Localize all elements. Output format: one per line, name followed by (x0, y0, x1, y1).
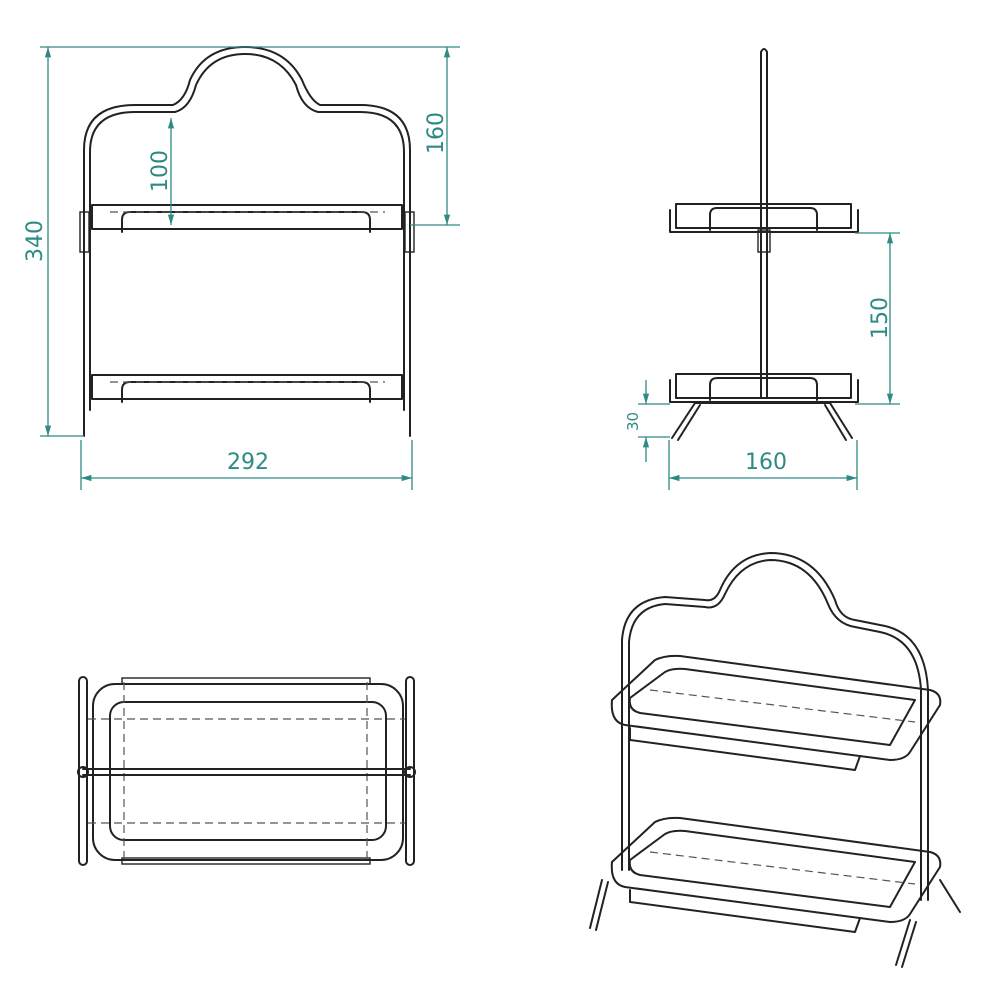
dim-shelf-spacing: 150 (868, 297, 893, 339)
dim-top-to-shelf: 160 (424, 112, 449, 154)
isometric-view (589, 552, 961, 968)
top-view (77, 676, 416, 866)
dim-overall-height: 340 (23, 220, 48, 262)
front-view (40, 46, 460, 490)
dim-leg-height: 30 (624, 411, 643, 432)
dim-base-depth: 160 (745, 450, 787, 475)
dim-overall-width: 292 (227, 450, 269, 475)
dim-arch-to-shelf: 100 (148, 150, 173, 192)
side-view (638, 48, 900, 490)
